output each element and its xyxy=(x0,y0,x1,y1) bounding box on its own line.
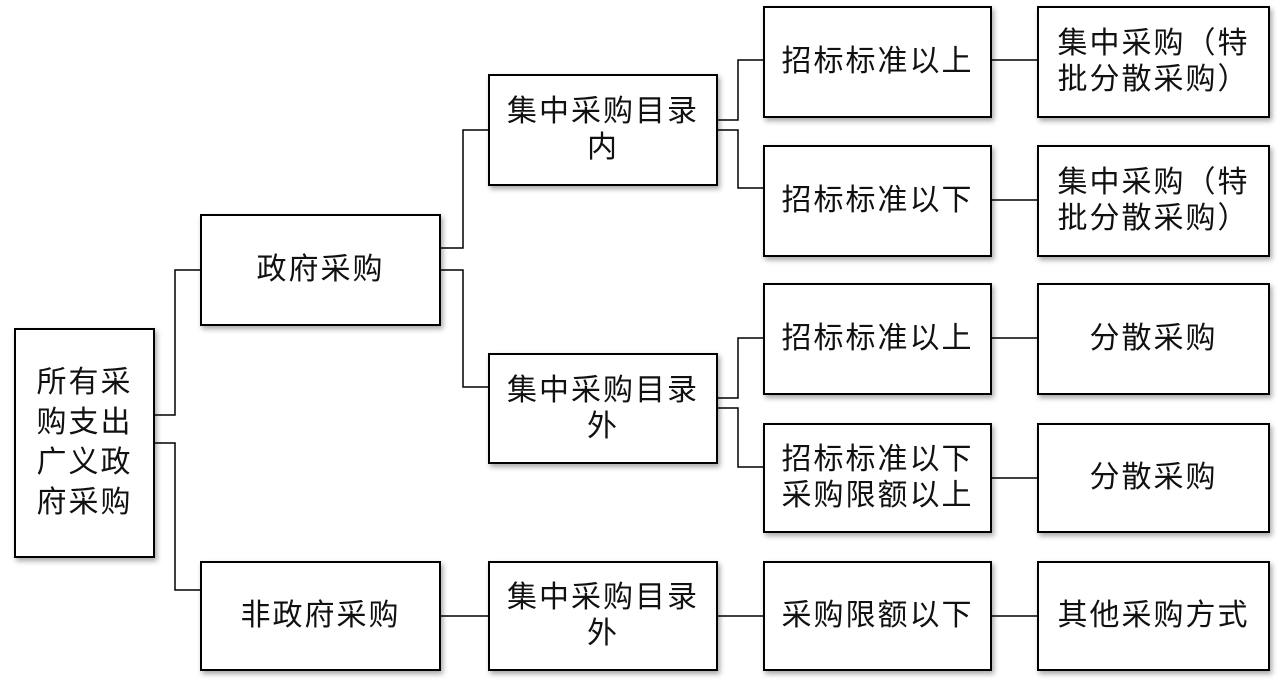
node-result-decentralized-2-label: 分散采购 xyxy=(1089,460,1218,495)
node-catalog-outside: 集中采购目录 外 xyxy=(488,353,718,464)
node-inside-above-tender-standard: 招标标准以上 xyxy=(763,6,992,118)
node-below-procurement-limit: 采购限额以下 xyxy=(763,561,992,671)
node-result-other-methods: 其他采购方式 xyxy=(1037,561,1270,671)
node-result-centralized-2: 集中采购（特 批分散采购） xyxy=(1037,145,1270,257)
node-outside-between-limits-label: 招标标准以下 采购限额以上 xyxy=(781,442,974,513)
connector-catalog-out-to-above xyxy=(718,337,763,399)
connector-catalog-in-to-below xyxy=(718,129,763,189)
node-inside-above-tender-standard-label: 招标标准以上 xyxy=(781,44,974,79)
node-inside-below-tender-standard-label: 招标标准以下 xyxy=(781,183,974,218)
node-all-procurement-label: 所有采 购支出 广义政 府采购 xyxy=(36,365,133,520)
node-result-other-methods-label: 其他采购方式 xyxy=(1057,598,1250,633)
node-catalog-inside: 集中采购目录 内 xyxy=(488,74,718,186)
node-below-procurement-limit-label: 采购限额以下 xyxy=(781,598,974,633)
node-non-government-procurement-label: 非政府采购 xyxy=(240,598,401,633)
node-nongov-catalog-outside: 集中采购目录 外 xyxy=(488,561,718,671)
node-result-centralized-2-label: 集中采购（特 批分散采购） xyxy=(1057,165,1250,236)
connector-root-to-nongov xyxy=(155,442,200,591)
node-government-procurement-label: 政府采购 xyxy=(256,252,385,287)
node-result-centralized-1: 集中采购（特 批分散采购） xyxy=(1037,6,1270,118)
node-catalog-outside-label: 集中采购目录 外 xyxy=(507,372,699,444)
node-outside-above-tender-standard: 招标标准以上 xyxy=(763,283,992,395)
node-non-government-procurement: 非政府采购 xyxy=(200,561,441,671)
node-nongov-catalog-outside-label: 集中采购目录 外 xyxy=(507,580,699,651)
node-result-centralized-1-label: 集中采购（特 批分散采购） xyxy=(1057,26,1250,97)
connector-gov-to-catalog-out xyxy=(441,269,488,388)
node-outside-above-tender-standard-label: 招标标准以上 xyxy=(781,321,974,356)
connector-catalog-in-to-above xyxy=(718,59,763,121)
node-outside-between-limits: 招标标准以下 采购限额以上 xyxy=(763,423,992,533)
connector-gov-to-catalog-in xyxy=(441,129,488,249)
node-all-procurement: 所有采 购支出 广义政 府采购 xyxy=(14,328,155,558)
node-catalog-inside-label: 集中采购目录 内 xyxy=(507,94,699,165)
node-result-decentralized-1-label: 分散采购 xyxy=(1089,321,1218,356)
node-inside-below-tender-standard: 招标标准以下 xyxy=(763,145,992,257)
node-result-decentralized-1: 分散采购 xyxy=(1037,283,1270,395)
connector-catalog-out-to-between xyxy=(718,407,763,468)
node-government-procurement: 政府采购 xyxy=(200,214,441,326)
node-result-decentralized-2: 分散采购 xyxy=(1037,423,1270,533)
connector-root-to-gov xyxy=(155,269,200,416)
